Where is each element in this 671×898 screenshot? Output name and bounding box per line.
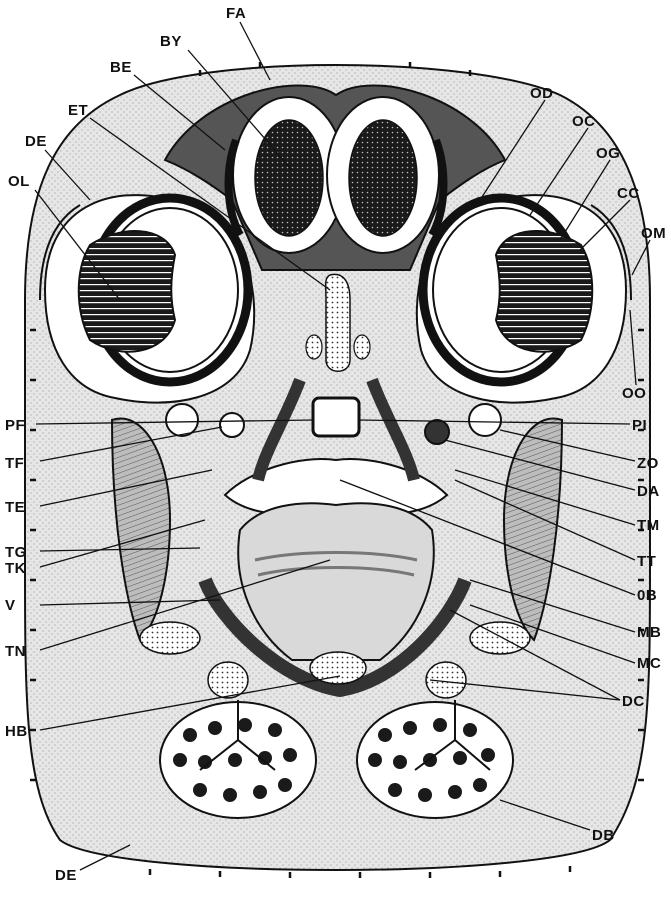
gland-left [160, 700, 316, 818]
cartilage-right [470, 622, 530, 654]
label-TM: TM [637, 517, 660, 534]
label-OM: OM [641, 225, 666, 242]
nasal-cartilage-left [306, 335, 322, 359]
hyobranchial-center [310, 652, 366, 684]
label-DB: DB [592, 827, 615, 844]
label-OL: OL [8, 173, 30, 190]
ear-left [166, 404, 198, 436]
tongue-mass [238, 503, 433, 660]
label-OD: OD [530, 85, 554, 102]
label-BY: BY [160, 33, 182, 50]
gland-right [357, 700, 513, 818]
label-MC: MC [637, 655, 661, 672]
label-PI: PI [632, 417, 647, 434]
nasal-cartilage-right [354, 335, 370, 359]
label-MB: MB [637, 624, 661, 641]
label-FA: FA [226, 5, 246, 22]
label-TE: TE [5, 499, 25, 516]
label-DE-bottom: DE [55, 867, 77, 884]
label-TT: TT [637, 553, 656, 570]
label-OG: OG [596, 145, 620, 162]
label-TN: TN [5, 643, 26, 660]
label-OC: OC [572, 113, 596, 130]
pituitary-fossa [313, 398, 359, 436]
label-OB: 0B [637, 587, 657, 604]
label-DA: DA [637, 483, 660, 500]
label-BE: BE [110, 59, 132, 76]
label-OO: OO [622, 385, 646, 402]
label-PF: PF [5, 417, 25, 434]
label-V: V [5, 597, 16, 614]
label-TG: TG [5, 544, 27, 561]
label-DC: DC [622, 693, 645, 710]
label-ZO: ZO [637, 455, 659, 472]
label-CC: CC [617, 185, 640, 202]
tube-left [220, 413, 244, 437]
cartilage-left [140, 622, 200, 654]
ear-right [469, 404, 501, 436]
right-eye [417, 195, 631, 403]
label-DE-top: DE [25, 133, 47, 150]
label-ET: ET [68, 102, 88, 119]
label-TF: TF [5, 455, 24, 472]
label-HB: HB [5, 723, 28, 740]
left-eye [40, 195, 254, 403]
label-TK: TK [5, 560, 26, 577]
